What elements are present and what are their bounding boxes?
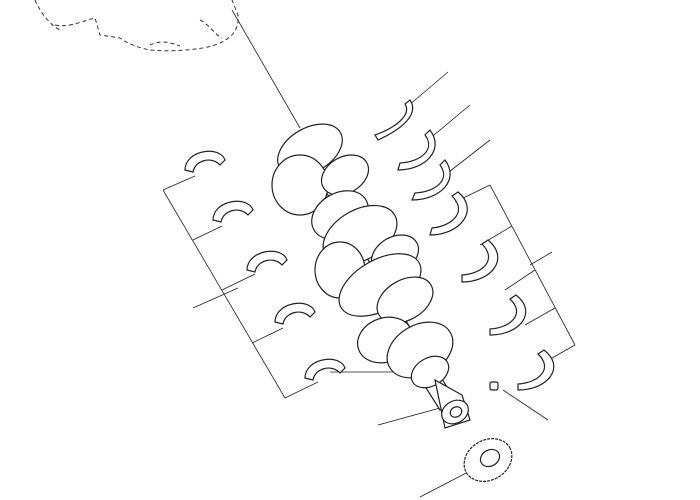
lower-main-bearings bbox=[374, 99, 555, 391]
upper-main-bearings bbox=[184, 150, 346, 381]
crankshaft bbox=[271, 123, 471, 429]
crankshaft-gear bbox=[463, 438, 513, 482]
woodruff-key bbox=[489, 381, 499, 391]
engine-block-outline bbox=[34, 0, 239, 52]
leader-lines bbox=[162, 9, 576, 498]
